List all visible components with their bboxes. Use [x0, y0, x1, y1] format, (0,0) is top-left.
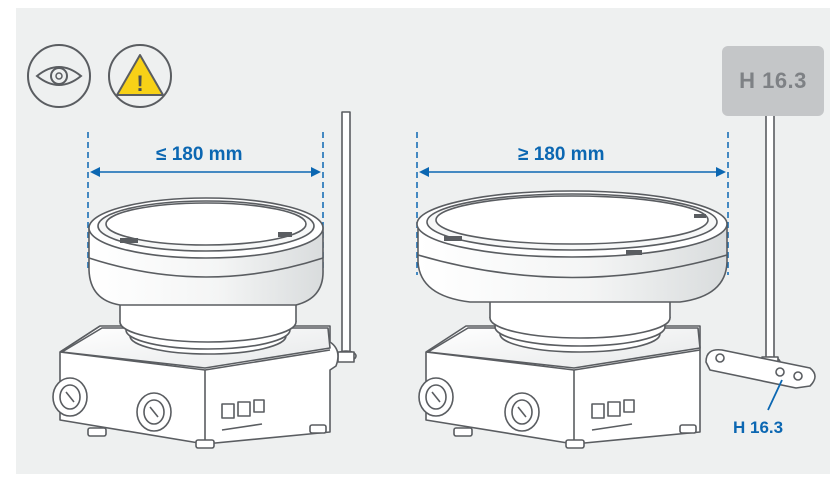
- warning-icon: !: [108, 44, 172, 108]
- warning-mark: !: [136, 71, 143, 96]
- right-dimension-label: ≥ 180 mm: [518, 144, 605, 165]
- right-dimension-line: [416, 132, 729, 275]
- right-device: [416, 111, 816, 449]
- left-dimension-label: ≤ 180 mm: [156, 144, 243, 165]
- reference-badge: H 16.3: [722, 46, 824, 116]
- callout-leader-line: [767, 379, 783, 411]
- support-plate-callout-label: H 16.3: [733, 418, 784, 437]
- eye-icon: [27, 44, 91, 108]
- left-device: [52, 111, 357, 449]
